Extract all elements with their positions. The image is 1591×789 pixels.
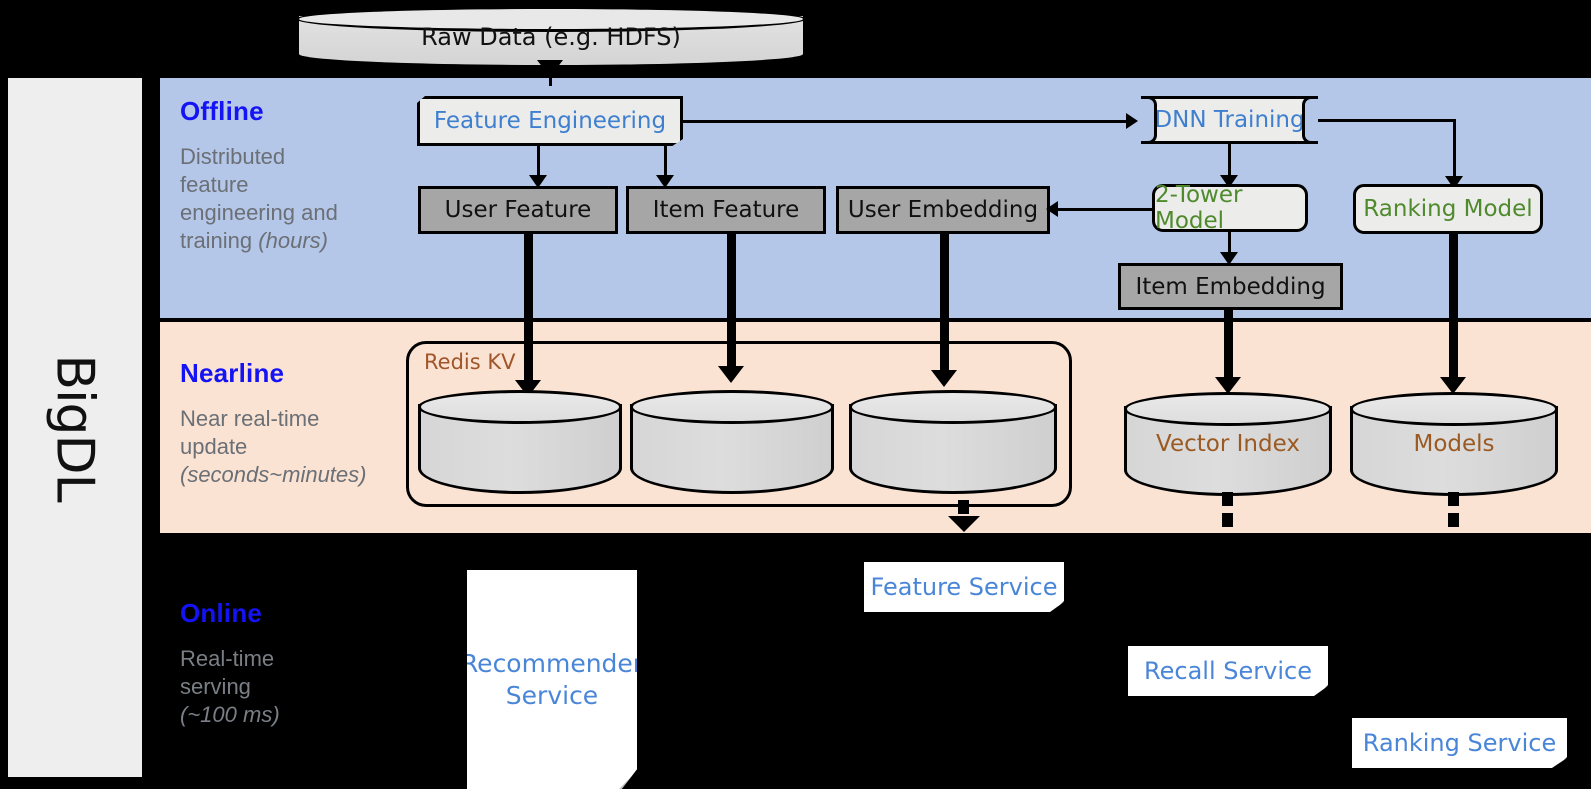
- ranking-model-node[interactable]: Ranking Model: [1353, 184, 1543, 234]
- arrow-twotower-to-userembedding-head: [1046, 201, 1058, 217]
- dnn-training-label: DNN Training: [1154, 107, 1305, 133]
- edge-itemfeature-to-store: [727, 234, 736, 373]
- recommender-service-label-block: Recommender Service: [460, 648, 644, 711]
- offline-stage-title-block: Offline Distributed feature engineering …: [180, 96, 338, 256]
- bigdl-label: BigDL: [45, 353, 106, 502]
- nearline-desc-line-2: update: [180, 434, 248, 460]
- offline-desc-line-2: feature: [180, 172, 249, 198]
- arrow-rankingmodel-to-models-head: [1440, 377, 1466, 394]
- arrow-fe-to-itemfeature-head: [656, 175, 674, 188]
- recommender-service-label-line2: Service: [505, 680, 599, 710]
- edge-models-to-rankingservice-dash-1: [1448, 492, 1459, 506]
- user-embedding-node[interactable]: User Embedding: [836, 186, 1050, 234]
- offline-desc-line-3: engineering and: [180, 200, 338, 226]
- offline-desc-training: training: [180, 228, 253, 254]
- redis-user-embedding-store[interactable]: [849, 390, 1057, 494]
- redis-user-feature-store[interactable]: [418, 390, 622, 494]
- edge-rankingmodel-to-models: [1449, 234, 1458, 384]
- item-feature-node[interactable]: Item Feature: [626, 186, 826, 234]
- online-desc-duration: (~100 ms): [180, 702, 280, 728]
- raw-data-datastore: Raw Data (e.g. HDFS): [296, 6, 806, 68]
- item-embedding-node[interactable]: Item Embedding: [1118, 263, 1343, 310]
- user-feature-node[interactable]: User Feature: [418, 186, 618, 234]
- edge-store-to-featureservice-dash: [958, 500, 969, 514]
- feature-engineering-label: Feature Engineering: [433, 108, 667, 134]
- recall-service-label: Recall Service: [1144, 657, 1312, 685]
- arrow-store-to-featureservice-head: [948, 516, 980, 532]
- dnn-training-node[interactable]: DNN Training: [1141, 96, 1318, 144]
- edge-rawdata-to-fe: [549, 68, 552, 86]
- edge-userfeature-to-store: [524, 234, 533, 387]
- two-tower-model-label: 2-Tower Model: [1155, 182, 1243, 234]
- offline-stage-title: Offline: [180, 96, 264, 126]
- vector-index-store[interactable]: Vector Index: [1124, 392, 1332, 496]
- edge-fe-to-userfeature: [537, 146, 540, 179]
- edge-vectorindex-to-recallservice-dash-2: [1222, 513, 1233, 527]
- user-embedding-label: User Embedding: [847, 197, 1039, 223]
- recall-service-node[interactable]: Recall Service: [1128, 646, 1328, 696]
- cylinder-top: [630, 390, 834, 424]
- edge-itemembedding-to-vectorindex: [1224, 310, 1233, 384]
- online-stage-description: Real-time serving (~100 ms): [180, 645, 280, 729]
- ranking-service-label: Ranking Service: [1362, 729, 1557, 757]
- nearline-stage-description: Near real-time update (seconds~minutes): [180, 405, 366, 489]
- bigdl-framework-rail: BigDL: [8, 78, 142, 777]
- edge-models-to-rankingservice-dash-2: [1448, 513, 1459, 527]
- arrow-userembedding-to-store-head: [931, 370, 957, 387]
- edge-dnn-to-rankingmodel-h: [1318, 119, 1456, 122]
- edge-vectorindex-to-recallservice-dash-1: [1222, 492, 1233, 506]
- models-store[interactable]: Models: [1350, 392, 1558, 496]
- feature-service-node[interactable]: Feature Service: [864, 562, 1064, 612]
- online-desc-line-2: serving: [180, 674, 251, 700]
- arrow-itemfeature-to-store-head: [718, 366, 744, 383]
- models-label: Models: [1413, 431, 1495, 457]
- offline-desc-line-1: Distributed: [180, 144, 286, 169]
- user-feature-label: User Feature: [444, 197, 592, 223]
- feature-service-label: Feature Service: [870, 573, 1058, 601]
- arrow-rawdata-to-fe-head: [537, 60, 563, 77]
- two-tower-model-node[interactable]: 2-Tower Model: [1152, 182, 1308, 234]
- edge-userembedding-to-store: [940, 234, 949, 377]
- online-stage-title: Online: [180, 598, 263, 628]
- edge-fe-to-itemfeature: [664, 146, 667, 179]
- offline-stage-description: Distributed feature engineering and trai…: [180, 143, 338, 256]
- cylinder-top: [1350, 392, 1558, 426]
- ranking-service-node[interactable]: Ranking Service: [1352, 718, 1567, 768]
- online-stage-title-block: Online Real-time serving (~100 ms): [180, 598, 280, 729]
- edge-fe-to-dnn: [683, 120, 1128, 123]
- ranking-model-label: Ranking Model: [1363, 196, 1533, 222]
- item-feature-label: Item Feature: [652, 197, 800, 223]
- raw-data-label: Raw Data (e.g. HDFS): [421, 23, 681, 51]
- redis-item-feature-store[interactable]: [630, 390, 834, 494]
- offline-desc-duration: (hours): [258, 228, 328, 254]
- nearline-desc-line-1: Near real-time: [180, 406, 320, 431]
- vector-index-label: Vector Index: [1156, 431, 1300, 457]
- edge-dnn-to-rankingmodel-v: [1453, 119, 1456, 181]
- arrow-fe-to-userfeature-head: [529, 175, 547, 188]
- offline-desc-line-4: training (hours): [180, 227, 338, 255]
- edge-twotower-to-itemembedding: [1228, 232, 1231, 260]
- edge-dnn-to-twotower: [1228, 144, 1231, 180]
- edge-twotower-to-userembedding: [1056, 208, 1154, 211]
- arrow-fe-to-dnn-head: [1126, 113, 1138, 129]
- recommender-service-node[interactable]: Recommender Service: [467, 570, 637, 789]
- online-desc-line-1: Real-time: [180, 646, 275, 671]
- nearline-stage-title-block: Nearline Near real-time update (seconds~…: [180, 358, 366, 489]
- arrow-twotower-to-itemembedding-head: [1220, 252, 1238, 265]
- nearline-desc-duration: (seconds~minutes): [180, 462, 367, 488]
- redis-kv-label: Redis KV: [424, 350, 516, 374]
- cylinder-top: [1124, 392, 1332, 426]
- nearline-stage-title: Nearline: [180, 358, 285, 388]
- redis-kv-group: [406, 341, 1072, 507]
- recommender-service-label-line1: Recommender: [460, 649, 644, 679]
- cylinder-top: [418, 390, 622, 424]
- feature-engineering-node[interactable]: Feature Engineering: [417, 96, 683, 146]
- cylinder-top: [849, 390, 1057, 424]
- item-embedding-label: Item Embedding: [1135, 273, 1326, 300]
- arrow-itemembedding-to-vectorindex-head: [1215, 377, 1241, 394]
- cylinder-top: [296, 6, 806, 32]
